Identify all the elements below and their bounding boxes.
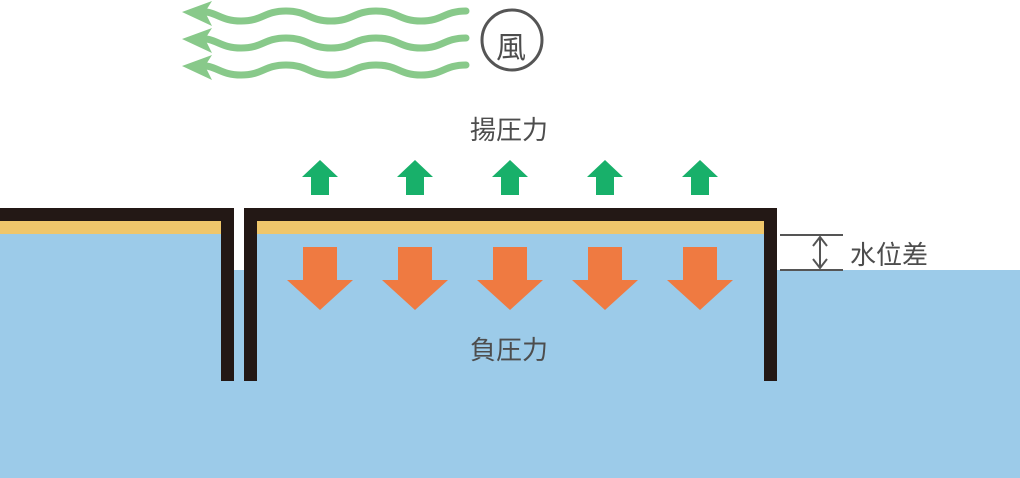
cover-right-wall-left xyxy=(244,208,257,381)
wind-label: 風 xyxy=(496,31,526,66)
water-bottom xyxy=(0,381,1020,478)
uplift-arrow-icon xyxy=(492,160,528,195)
liner-right xyxy=(257,221,764,234)
uplift-label: 揚圧力 xyxy=(470,116,549,146)
wind-arrowhead-icon xyxy=(182,28,212,53)
negative-pressure-arrow-icon xyxy=(572,247,638,310)
uplift-arrow-icon xyxy=(397,160,433,195)
wind-arrowhead-icon xyxy=(182,55,212,80)
uplift-arrow-icon xyxy=(682,160,718,195)
water-level-difference-label: 水位差 xyxy=(850,241,929,271)
wind-arrowhead-icon xyxy=(182,1,212,26)
cover-right-wall-right xyxy=(764,208,777,381)
negative-pressure-arrow-icon xyxy=(477,247,543,310)
negative-pressure-arrow-icon xyxy=(287,247,353,310)
cover-right-top xyxy=(244,208,777,221)
cover-left-wall xyxy=(221,208,234,381)
double-arrow-icon xyxy=(812,235,828,270)
wind-line xyxy=(195,34,470,52)
uplift-arrow-icon xyxy=(302,160,338,195)
wind-line xyxy=(195,7,470,25)
cover-left-top xyxy=(0,208,234,221)
liner-left xyxy=(0,221,221,234)
wind-circle xyxy=(480,8,544,72)
negative-pressure-label: 負圧力 xyxy=(470,336,549,366)
wind-line xyxy=(195,61,470,79)
negative-pressure-arrow-icon xyxy=(382,247,448,310)
negative-pressure-arrow-icon xyxy=(667,247,733,310)
uplift-arrow-icon xyxy=(587,160,623,195)
